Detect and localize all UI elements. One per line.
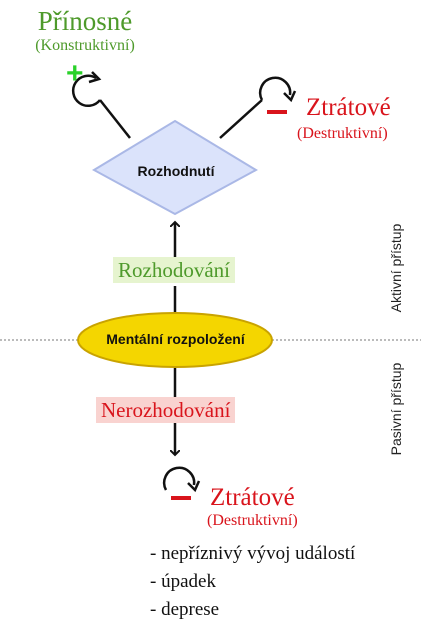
positive-outcome-subtitle: (Konstruktivní) xyxy=(35,37,135,54)
negative-loop-arrowhead xyxy=(283,90,297,103)
consequence-item: - nepříznivý vývoj událostí xyxy=(150,543,356,564)
mental-state-ellipse xyxy=(77,312,273,368)
negative-loop-arrow xyxy=(258,76,292,101)
negative-outcome-subtitle-bottom: (Destruktivní) xyxy=(207,512,298,529)
positive-loop-arrowhead xyxy=(88,71,102,84)
positive-loop-arrow xyxy=(71,74,101,107)
minus-sign-bottom xyxy=(171,496,191,500)
active-approach-label: Aktivní přístup xyxy=(388,223,404,313)
negative-branch-line xyxy=(219,99,263,139)
mental-state-label: Mentální rozpoložení xyxy=(106,331,245,347)
deciding-label: Rozhodování xyxy=(113,257,235,283)
decision-label: Rozhodnutí xyxy=(137,163,215,179)
minus-sign-top xyxy=(267,110,287,114)
not-deciding-label: Nerozhodování xyxy=(96,397,236,423)
negative-outcome-title-top: Ztrátové xyxy=(306,94,391,121)
positive-outcome-title: Přínosné xyxy=(37,6,133,36)
passive-approach-label: Pasivní přístup xyxy=(388,362,404,456)
consequence-item: - úpadek xyxy=(150,571,216,592)
negative-outcome-subtitle-top: (Destruktivní) xyxy=(297,125,388,142)
consequence-item: - deprese xyxy=(150,599,220,620)
plus-sign: + xyxy=(66,57,84,90)
positive-branch-line xyxy=(99,99,131,139)
negative-outcome-title-bottom: Ztrátové xyxy=(210,484,295,511)
bottom-loop-arrow xyxy=(162,466,196,491)
decision-diamond xyxy=(91,119,259,216)
bottom-loop-arrowhead xyxy=(187,480,201,493)
